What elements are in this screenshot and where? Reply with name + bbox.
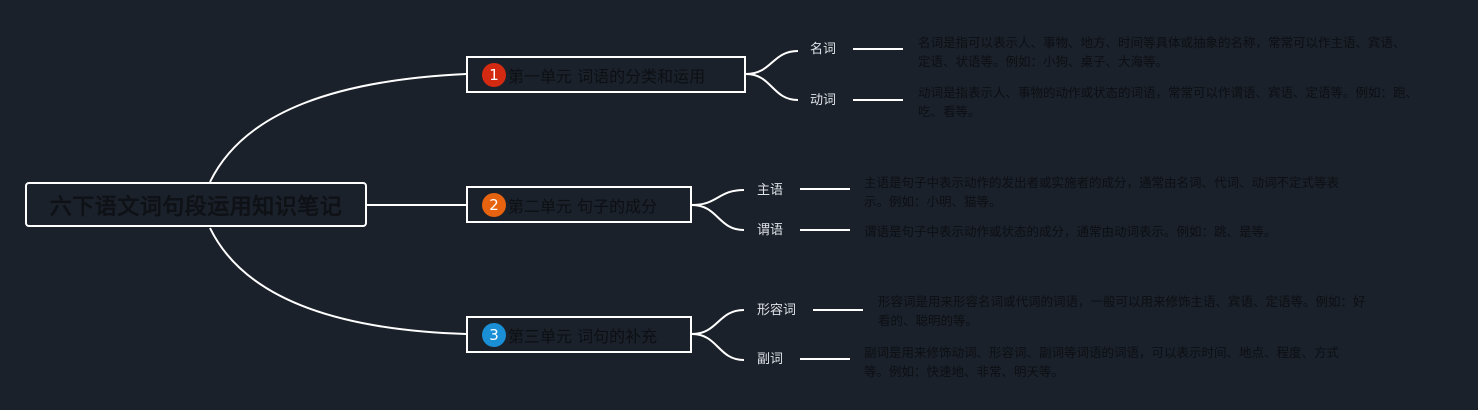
link-unit-1-noun	[745, 50, 799, 75]
unit-3-title: 第三单元 词句的补充	[508, 326, 658, 346]
link-unit-2-predicate	[691, 204, 745, 231]
term-subject[interactable]: 主语	[757, 183, 784, 198]
link-root-unit-3	[209, 227, 467, 335]
term-adjective[interactable]: 形容词	[757, 303, 797, 318]
desc-predicate: 谓语是句子中表示动作或状态的成分，通常由动词表示。例如：跳、是等。	[864, 224, 1277, 239]
desc-noun: 名词是指可以表示人、事物、地方、时间等具体或抽象的名称，常常可以作主语、宾语、定…	[918, 35, 1406, 69]
desc-adjective: 形容词是用来形容名词或代词的词语，一般可以用来修饰主语、宾语、定语等。例如：好看…	[878, 294, 1366, 328]
number-2-badge-icon: 2	[482, 192, 506, 217]
unit-1-title: 第一单元 词语的分类和运用	[508, 66, 706, 86]
term-predicate[interactable]: 谓语	[757, 223, 784, 238]
term-verb[interactable]: 动词	[810, 93, 837, 108]
link-root-unit-1	[209, 73, 467, 183]
unit-2-title: 第二单元 句子的成分	[508, 196, 658, 216]
desc-verb: 动词是指表示人、事物的动作或状态的词语，常常可以作谓语、宾语、定语等。例如：跑、…	[918, 85, 1419, 119]
root-topic-label: 六下语文词句段运用知识笔记	[49, 194, 343, 220]
unit-1-node[interactable]: 1 第一单元 词语的分类和运用	[466, 56, 746, 93]
term-noun[interactable]: 名词	[810, 42, 837, 57]
link-unit-2-subject	[691, 189, 745, 206]
link-unit-3-adjective	[691, 309, 745, 335]
number-3-badge-icon: 3	[482, 322, 506, 347]
term-adverb[interactable]: 副词	[757, 352, 784, 367]
unit-2-node[interactable]: 2 第二单元 句子的成分	[466, 186, 692, 223]
unit-3-node[interactable]: 3 第三单元 词句的补充	[466, 316, 692, 353]
root-topic[interactable]: 六下语文词句段运用知识笔记	[25, 182, 367, 227]
link-unit-1-verb	[745, 73, 799, 101]
link-unit-3-adverb	[691, 333, 745, 361]
number-1-badge-icon: 1	[482, 62, 506, 87]
desc-adverb: 副词是用来修饰动词、形容词、副词等词语的词语，可以表示时间、地点、程度、方式等。…	[864, 345, 1340, 379]
desc-subject: 主语是句子中表示动作的发出者或实施者的成分，通常由名词、代词、动词不定式等表示。…	[864, 175, 1340, 209]
